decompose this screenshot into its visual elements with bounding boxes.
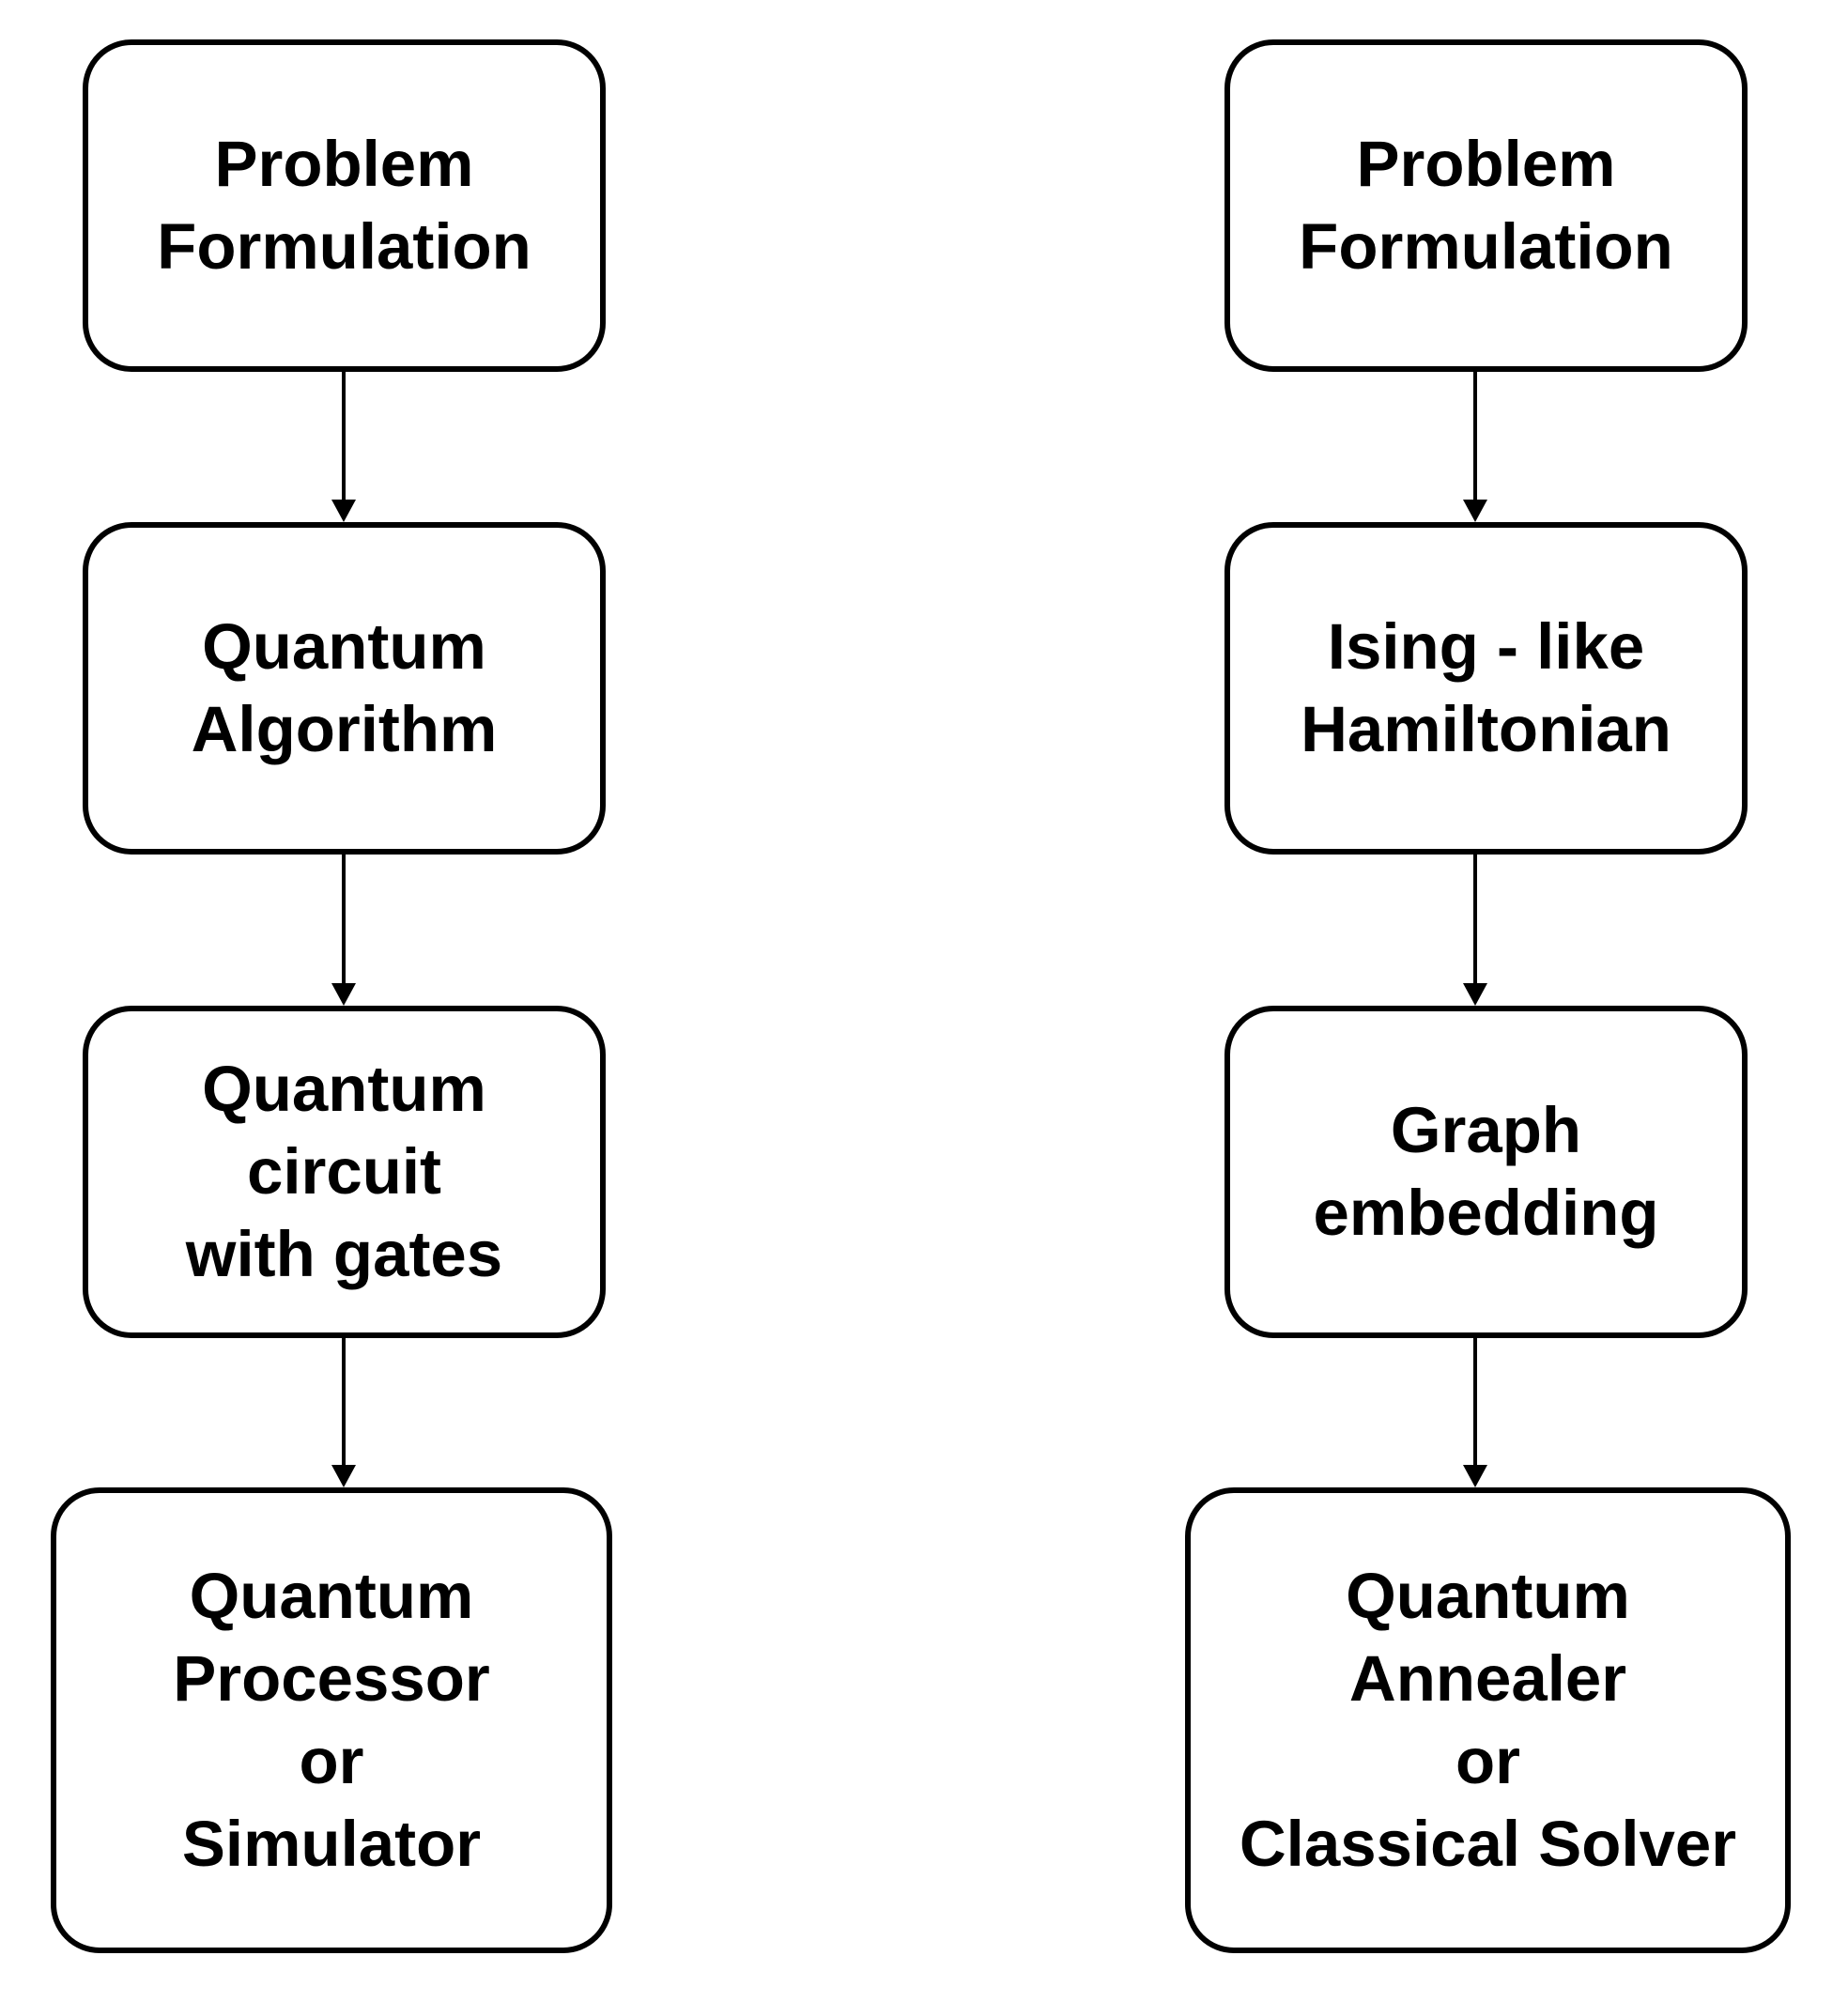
box-line: Processor (173, 1642, 490, 1715)
box-line: Problem (1356, 128, 1616, 200)
box-line: Algorithm (191, 693, 498, 765)
box-line: Annealer (1348, 1642, 1627, 1715)
left-step-quantum-processor: Quantum Processor or Simulator (51, 1487, 612, 1953)
box-line: circuit (246, 1135, 442, 1208)
box-line: Graph (1390, 1094, 1582, 1166)
box-line: with gates (185, 1218, 503, 1290)
arrowhead-left-3-4 (331, 1465, 356, 1487)
box-line: Simulator (181, 1808, 482, 1880)
box-line: Ising - like (1327, 610, 1645, 683)
right-step-quantum-annealer: Quantum Annealer or Classical Solver (1185, 1487, 1791, 1953)
arrowhead-left-1-2 (331, 500, 356, 522)
left-step-quantum-algorithm: Quantum Algorithm (83, 522, 606, 855)
box-line: Hamiltonian (1301, 693, 1671, 765)
box-line: Formulation (157, 210, 531, 283)
arrowhead-right-3-4 (1463, 1465, 1487, 1487)
right-step-graph-embedding: Graph embedding (1224, 1006, 1748, 1338)
arrowhead-left-2-3 (331, 983, 356, 1006)
box-line: Quantum (202, 1053, 486, 1125)
box-line: or (299, 1725, 364, 1797)
box-line: embedding (1313, 1177, 1659, 1249)
box-line: Classical Solver (1239, 1808, 1737, 1880)
arrowhead-right-1-2 (1463, 500, 1487, 522)
right-step-ising-hamiltonian: Ising - like Hamiltonian (1224, 522, 1748, 855)
left-step-problem-formulation: Problem Formulation (83, 39, 606, 372)
arrowhead-right-2-3 (1463, 983, 1487, 1006)
box-line: Quantum (189, 1560, 474, 1632)
box-line: Problem (214, 128, 474, 200)
box-line: or (1455, 1725, 1520, 1797)
box-line: Formulation (1299, 210, 1673, 283)
left-step-quantum-circuit: Quantum circuit with gates (83, 1006, 606, 1338)
box-line: Quantum (202, 610, 486, 683)
right-step-problem-formulation: Problem Formulation (1224, 39, 1748, 372)
box-line: Quantum (1346, 1560, 1630, 1632)
